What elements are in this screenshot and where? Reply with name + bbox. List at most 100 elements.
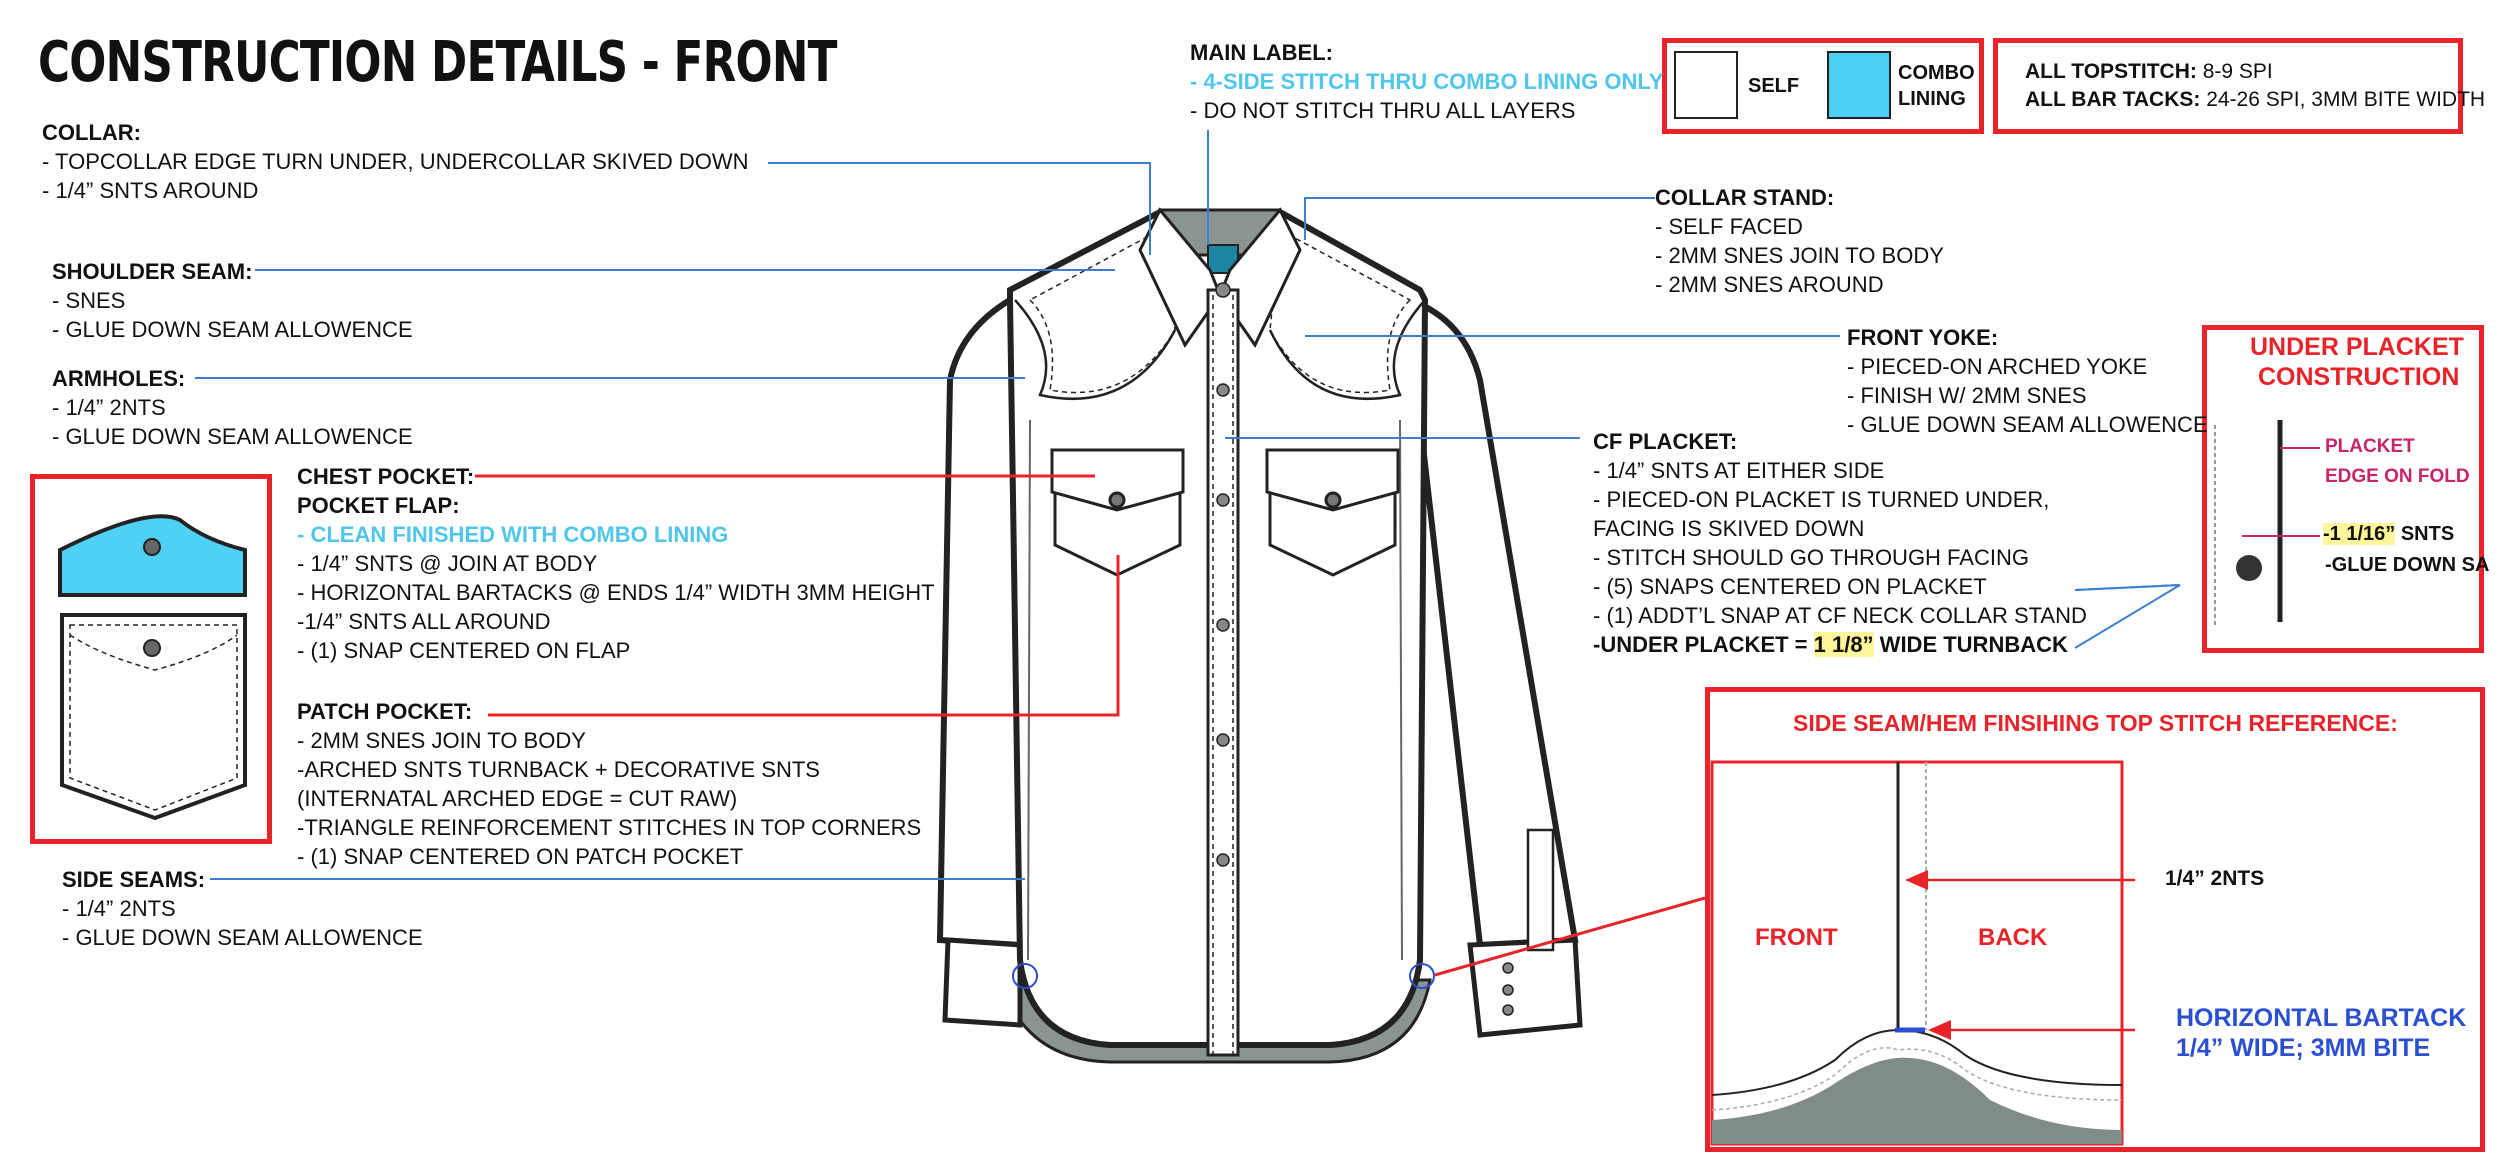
collar-stand-heading: COLLAR STAND: bbox=[1655, 185, 1835, 210]
side-seams-line: - GLUE DOWN SEAM ALLOWENCE bbox=[62, 925, 423, 950]
main-label-line: - DO NOT STITCH THRU ALL LAYERS bbox=[1190, 98, 1576, 123]
pocket-flap-line: - (1) SNAP CENTERED ON FLAP bbox=[297, 638, 631, 663]
pocket-flap-highlight: - CLEAN FINISHED WITH COMBO LINING bbox=[297, 522, 729, 547]
pocket-flap-line: -1/4” SNTS ALL AROUND bbox=[297, 609, 551, 634]
armholes-block: ARMHOLES: - 1/4” 2NTS - GLUE DOWN SEAM A… bbox=[52, 364, 413, 451]
front-yoke-line: - FINISH W/ 2MM SNES bbox=[1847, 383, 2087, 408]
side-seams-line: - 1/4” 2NTS bbox=[62, 896, 176, 921]
shoulder-heading: SHOULDER SEAM: bbox=[52, 259, 253, 284]
side-seam-ref-title: SIDE SEAM/HEM FINSIHING TOP STITCH REFER… bbox=[1793, 710, 2398, 736]
armholes-heading: ARMHOLES: bbox=[52, 366, 186, 391]
patch-pocket-heading: PATCH POCKET: bbox=[297, 699, 473, 724]
patch-pocket-line: (INTERNATAL ARCHED EDGE = CUT RAW) bbox=[297, 786, 738, 811]
chest-pocket-left bbox=[1050, 448, 1185, 577]
armholes-line: - 1/4” 2NTS bbox=[52, 395, 166, 420]
legend-combo-label-2: LINING bbox=[1898, 88, 1966, 110]
patch-pocket-line: -TRIANGLE REINFORCEMENT STITCHES IN TOP … bbox=[297, 815, 922, 840]
page-title: CONSTRUCTION DETAILS - FRONT bbox=[38, 30, 837, 95]
cf-placket-line: - (1) ADDT’L SNAP AT CF NECK COLLAR STAN… bbox=[1593, 603, 2087, 628]
pocket-detail-drawing bbox=[58, 514, 247, 821]
side-seam-reference-box bbox=[1705, 687, 2485, 1152]
under-placket-drawing bbox=[2214, 420, 2320, 625]
bartack-value: 24-26 SPI, 3MM BITE WIDTH bbox=[2200, 88, 2486, 111]
armholes-line: - GLUE DOWN SEAM ALLOWENCE bbox=[52, 424, 413, 449]
collar-stand-line: - 2MM SNES AROUND bbox=[1655, 272, 1884, 297]
side-seams-heading: SIDE SEAMS: bbox=[62, 867, 206, 892]
cf-placket-line: - STITCH SHOULD GO THROUGH FACING bbox=[1593, 545, 2029, 570]
front-label: FRONT bbox=[1755, 924, 1838, 951]
collar-line: - 1/4” SNTS AROUND bbox=[42, 178, 259, 203]
collar-stand-line: - 2MM SNES JOIN TO BODY bbox=[1655, 243, 1944, 268]
pocket-block: CHEST POCKET: POCKET FLAP: - CLEAN FINIS… bbox=[297, 462, 935, 665]
chest-pocket-right bbox=[1265, 448, 1400, 577]
front-yoke-heading: FRONT YOKE: bbox=[1847, 325, 1999, 350]
under-placket-width: 1 1/8” bbox=[1813, 632, 1874, 657]
topstitch-block: ALL TOPSTITCH: 8-9 SPI ALL BAR TACKS: 24… bbox=[2025, 58, 2485, 114]
patch-pocket-drawing bbox=[60, 613, 247, 821]
side-seam-reference-drawing bbox=[1710, 760, 2135, 1146]
chest-pocket-heading: CHEST POCKET: bbox=[297, 464, 475, 489]
bartack-label-1: HORIZONTAL BARTACK bbox=[2176, 1004, 2467, 1032]
cf-placket-block: CF PLACKET: - 1/4” SNTS AT EITHER SIDE -… bbox=[1593, 427, 2087, 659]
patch-pocket-line: - 2MM SNES JOIN TO BODY bbox=[297, 728, 586, 753]
front-yoke-line: - GLUE DOWN SEAM ALLOWENCE bbox=[1847, 412, 2208, 437]
cf-placket-line: - 1/4” SNTS AT EITHER SIDE bbox=[1593, 458, 1885, 483]
main-label-block: MAIN LABEL: - 4-SIDE STITCH THRU COMBO L… bbox=[1190, 38, 1663, 125]
shoulder-line: - GLUE DOWN SEAM ALLOWENCE bbox=[52, 317, 413, 342]
placket-fold-label-2: EDGE ON FOLD bbox=[2325, 466, 2470, 487]
topstitch-box bbox=[1993, 38, 2463, 134]
patch-pocket-line: -ARCHED SNTS TURNBACK + DECORATIVE SNTS bbox=[297, 757, 820, 782]
front-yoke-block: FRONT YOKE: - PIECED-ON ARCHED YOKE - FI… bbox=[1847, 323, 2208, 439]
front-yoke-right bbox=[1269, 228, 1412, 394]
placket-snts-rest: SNTS bbox=[2395, 523, 2455, 545]
collar-stand-line: - SELF FACED bbox=[1655, 214, 1803, 239]
legend-self-label: SELF bbox=[1748, 75, 1800, 97]
right-cuff bbox=[1467, 937, 1583, 1038]
topstitch-label: ALL TOPSTITCH: bbox=[2025, 60, 2197, 83]
collar-heading: COLLAR: bbox=[42, 120, 141, 145]
front-yoke-line: - PIECED-ON ARCHED YOKE bbox=[1847, 354, 2148, 379]
bartack-label: ALL BAR TACKS: bbox=[2025, 88, 2201, 111]
side-seams-block: SIDE SEAMS: - 1/4” 2NTS - GLUE DOWN SEAM… bbox=[62, 865, 423, 952]
main-label-heading: MAIN LABEL: bbox=[1190, 40, 1333, 65]
collar-line: - TOPCOLLAR EDGE TURN UNDER, UNDERCOLLAR… bbox=[42, 149, 749, 174]
cf-placket-line: - (5) SNAPS CENTERED ON PLACKET bbox=[1593, 574, 1987, 599]
main-label-highlight: - 4-SIDE STITCH THRU COMBO LINING ONLY bbox=[1190, 69, 1664, 94]
placket-fold-label-1: PLACKET bbox=[2325, 436, 2415, 457]
cf-placket-heading: CF PLACKET: bbox=[1593, 429, 1738, 454]
collar-block: COLLAR: - TOPCOLLAR EDGE TURN UNDER, UND… bbox=[42, 118, 749, 205]
under-placket-box bbox=[2202, 325, 2484, 653]
patch-pocket-block: PATCH POCKET: - 2MM SNES JOIN TO BODY -A… bbox=[297, 697, 921, 871]
cf-placket-line: - PIECED-ON PLACKET IS TURNED UNDER, bbox=[1593, 487, 2050, 512]
under-placket-suffix: WIDE TURNBACK bbox=[1873, 632, 2068, 657]
under-placket-title-2: CONSTRUCTION bbox=[2258, 363, 2460, 391]
pocket-flap-heading: POCKET FLAP: bbox=[297, 493, 460, 518]
pocket-flap-line: - HORIZONTAL BARTACKS @ ENDS 1/4” WIDTH … bbox=[297, 580, 935, 605]
shirt-flat-sketch bbox=[936, 207, 1583, 1064]
pocket-flap-line: - 1/4” SNTS @ JOIN AT BODY bbox=[297, 551, 598, 576]
shoulder-block: SHOULDER SEAM: - SNES - GLUE DOWN SEAM A… bbox=[52, 257, 413, 344]
shoulder-line: - SNES bbox=[52, 288, 126, 313]
combo-swatch bbox=[1827, 51, 1891, 119]
nts-label: 1/4” 2NTS bbox=[2165, 867, 2265, 890]
red-leader-lines bbox=[475, 474, 1706, 977]
placket-glue-label: -GLUE DOWN SA bbox=[2325, 554, 2490, 576]
collar-stand-block: COLLAR STAND: - SELF FACED - 2MM SNES JO… bbox=[1655, 183, 1944, 299]
collar-left bbox=[1138, 207, 1222, 348]
placket-snts-width: -1 1/16” bbox=[2323, 523, 2396, 545]
left-sleeve bbox=[936, 295, 1023, 949]
pocket-detail-box bbox=[30, 474, 272, 844]
left-cuff bbox=[942, 937, 1023, 1028]
hem-gray-fill bbox=[1712, 1057, 2122, 1144]
under-placket-title-1: UNDER PLACKET bbox=[2250, 333, 2464, 361]
blue-leader-lines bbox=[195, 130, 2181, 880]
patch-pocket-line: - (1) SNAP CENTERED ON PATCH POCKET bbox=[297, 844, 744, 869]
legend-combo-label-1: COMBO bbox=[1898, 62, 1975, 84]
placket-snts-label: -1 1/16” SNTS bbox=[2323, 521, 2454, 547]
under-placket-prefix: -UNDER PLACKET = bbox=[1593, 632, 1814, 657]
cf-placket-line: FACING IS SKIVED DOWN bbox=[1593, 516, 1865, 541]
legend-box bbox=[1662, 38, 1984, 134]
topstitch-value: 8-9 SPI bbox=[2196, 60, 2273, 83]
bartack-label-2: 1/4” WIDE; 3MM BITE bbox=[2176, 1034, 2431, 1062]
